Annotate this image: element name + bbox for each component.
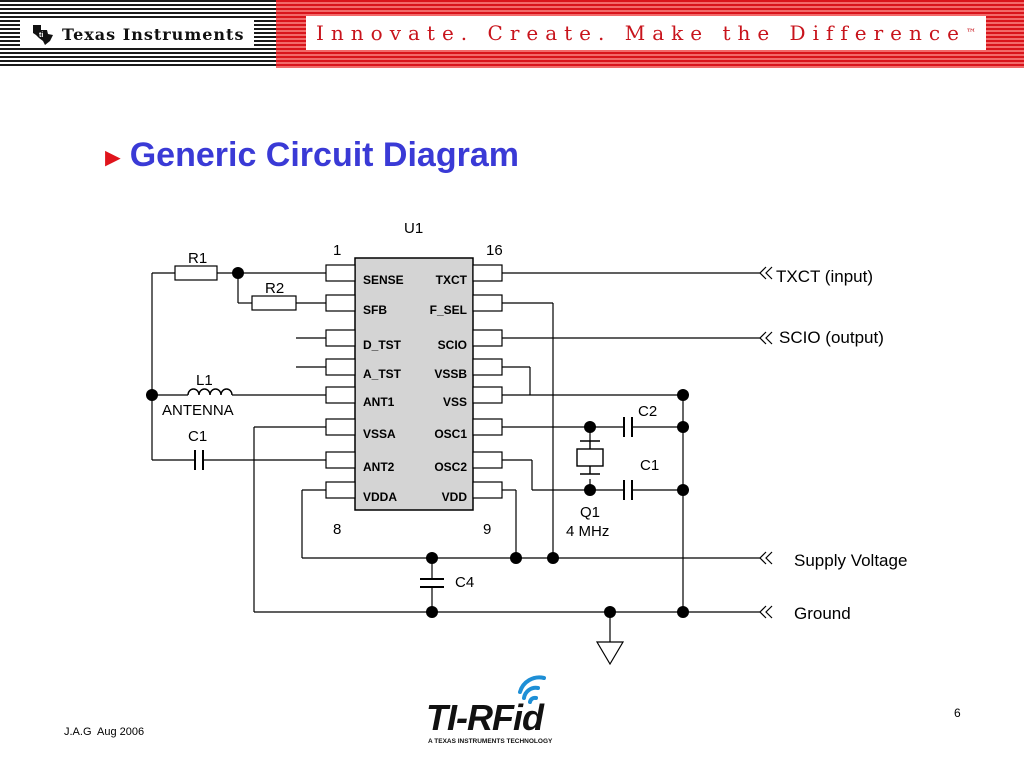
- terminal-connectors: [759, 266, 773, 619]
- right-pin-11: [472, 418, 503, 436]
- right-pin-label: OSC1: [434, 427, 467, 441]
- scio-terminal-label: SCIO (output): [779, 328, 884, 347]
- c2-label: C2: [638, 403, 657, 420]
- ground-symbol-icon: [595, 641, 625, 666]
- left-pin-label: ANT1: [363, 395, 395, 409]
- left-pin-label: VSSA: [363, 427, 396, 441]
- page-title: ►Generic Circuit Diagram: [100, 136, 519, 175]
- chip-name: U1: [404, 220, 423, 237]
- pin-number-9: 9: [483, 521, 491, 538]
- antenna-label: ANTENNA: [162, 402, 234, 419]
- right-pin-9: [472, 481, 503, 499]
- footer-author-date: J.A.G Aug 2006: [64, 726, 145, 738]
- pin-number-16: 16: [486, 242, 503, 259]
- tagline-text: Innovate. Create. Make the Difference: [316, 21, 966, 45]
- left-pin-label: SFB: [363, 303, 387, 317]
- capacitor-c1-left: [194, 450, 204, 470]
- scio-connector-icon: [759, 331, 773, 345]
- right-pin-label: VDD: [442, 490, 468, 504]
- left-pin-2: [325, 294, 356, 312]
- left-pin-6: [325, 418, 356, 436]
- right-pin-10: [472, 451, 503, 469]
- left-pin-3: [325, 329, 356, 347]
- page-number: 6: [954, 706, 961, 720]
- wireless-waves-icon: [518, 675, 546, 704]
- ground-terminal-label: Ground: [794, 604, 851, 623]
- left-pin-label: D_TST: [363, 338, 402, 352]
- pin-number-1: 1: [333, 242, 341, 259]
- r1-label: R1: [188, 250, 207, 267]
- right-pin-label: OSC2: [434, 460, 467, 474]
- c4-label: C4: [455, 574, 474, 591]
- page-title-text: Generic Circuit Diagram: [129, 136, 519, 174]
- right-pin-13: [472, 358, 503, 376]
- texas-state-icon: ti: [33, 25, 53, 45]
- rfid-tagline: A TEXAS INSTRUMENTS TECHNOLOGY: [428, 738, 553, 745]
- trademark-symbol: ™: [965, 27, 976, 39]
- svg-text:ti: ti: [39, 32, 43, 39]
- left-pin-label: VDDA: [363, 490, 397, 504]
- capacitor-c2: [623, 417, 633, 437]
- resistor-r2: [251, 295, 297, 311]
- inductor-l1: [187, 388, 233, 396]
- left-pin-7: [325, 451, 356, 469]
- wires: [151, 272, 760, 642]
- right-pin-15: [472, 294, 503, 312]
- q1-frequency: 4 MHz: [566, 523, 609, 540]
- supply-terminal-label: Supply Voltage: [794, 551, 907, 570]
- txct-connector-icon: [759, 266, 773, 280]
- rfid-logo-text: TI-RFid: [426, 697, 545, 738]
- q1-label: Q1: [580, 504, 600, 521]
- right-pin-label: VSSB: [434, 367, 467, 381]
- left-pin-label: SENSE: [363, 273, 404, 287]
- capacitor-c1-right: [623, 480, 633, 500]
- c1-right-label: C1: [640, 457, 659, 474]
- left-pin-1: [325, 264, 356, 282]
- left-pin-label: ANT2: [363, 460, 395, 474]
- ti-logo: ti Texas Instruments: [20, 20, 255, 48]
- right-pin-label: F_SEL: [430, 303, 467, 317]
- resistor-r1: [174, 265, 218, 281]
- chip-body: [354, 257, 474, 511]
- junction-dots: [146, 267, 689, 618]
- right-pin-boxes: [472, 264, 503, 499]
- txct-terminal-label: TXCT (input): [776, 267, 873, 286]
- right-pin-label: TXCT: [436, 273, 468, 287]
- right-pin-label: SCIO: [438, 338, 467, 352]
- ti-rfid-logo: TI-RFid A TEXAS INSTRUMENTS TECHNOLOGY: [426, 675, 553, 745]
- r2-label: R2: [265, 280, 284, 297]
- ground-connector-icon: [759, 605, 773, 619]
- supply-connector-icon: [759, 551, 773, 565]
- bullet-arrow-icon: ►: [100, 142, 126, 172]
- left-pin-label: A_TST: [363, 367, 402, 381]
- left-pin-boxes: [325, 264, 356, 499]
- c1-left-label: C1: [188, 428, 207, 445]
- left-pin-4: [325, 358, 356, 376]
- capacitor-c4: [420, 578, 444, 588]
- left-pin-8: [325, 481, 356, 499]
- right-pin-16: [472, 264, 503, 282]
- header-banner: ti Texas Instruments Innovate. Create. M…: [0, 0, 1024, 68]
- crystal-q1: [576, 440, 604, 475]
- right-pin-12: [472, 386, 503, 404]
- company-name: Texas Instruments: [62, 24, 245, 44]
- right-pin-label: VSS: [443, 395, 467, 409]
- right-pin-14: [472, 329, 503, 347]
- l1-label: L1: [196, 372, 213, 389]
- left-pin-5: [325, 386, 356, 404]
- pin-number-8: 8: [333, 521, 341, 538]
